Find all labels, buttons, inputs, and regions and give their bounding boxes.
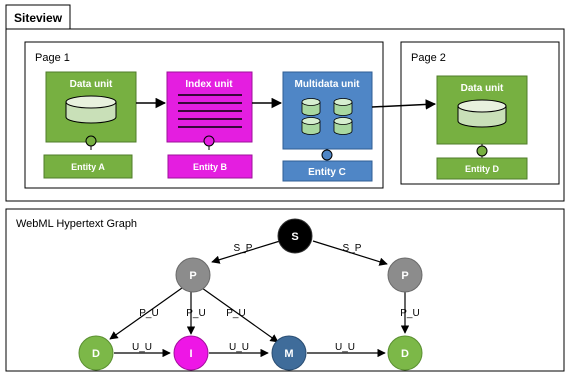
node-p2[interactable]: P	[387, 257, 423, 293]
edge-label-d1-i: U_U	[132, 342, 152, 353]
node-s-label: S	[291, 231, 298, 243]
node-i[interactable]: I	[173, 335, 209, 371]
node-i-label: I	[189, 348, 192, 360]
edge-s-p1	[211, 240, 281, 264]
node-m[interactable]: M	[271, 335, 307, 371]
data-unit-a-label: Data unit	[70, 79, 113, 90]
node-m-circle	[271, 335, 307, 371]
data-unit-d-connector	[476, 145, 488, 157]
multi-database-icon	[301, 98, 353, 135]
multidata-unit-connector	[321, 149, 333, 161]
siteview-panel: Siteview Page 1 Page 2 Data unit Entity …	[5, 4, 565, 202]
entity-d-box[interactable]	[436, 157, 528, 180]
data-unit-d[interactable]: Data unit	[436, 75, 528, 145]
index-unit-connector	[203, 135, 215, 147]
edge-s-p2	[312, 240, 388, 266]
edge-label-s-p1: S_P	[234, 243, 253, 254]
data-unit-a-connector	[85, 135, 97, 147]
database-icon	[457, 99, 507, 128]
edge-label-p2-d2: P_U	[400, 308, 419, 319]
index-unit-label: Index unit	[185, 79, 233, 90]
entity-c-label: Entity C	[308, 167, 346, 178]
multidata-unit-c[interactable]: Multidata unit	[282, 71, 373, 150]
list-icon	[178, 94, 242, 128]
database-icon	[65, 95, 117, 124]
node-p1[interactable]: P	[175, 257, 211, 293]
node-s[interactable]: S	[277, 218, 313, 254]
entity-c-box[interactable]	[282, 160, 373, 182]
link-multidata-to-data	[371, 99, 437, 110]
index-unit-b[interactable]: Index unit	[166, 71, 253, 143]
entity-b-box[interactable]	[167, 154, 253, 179]
entity-a-box[interactable]	[43, 154, 133, 179]
edge-label-s-p2: S_P	[343, 243, 362, 254]
hypertext-graph-panel: WebML Hypertext Graph S_P S_P P_U P_U P_…	[5, 208, 565, 372]
entity-d-label: Entity D	[465, 164, 500, 174]
edge-p1-d1	[109, 287, 183, 340]
entity-b-label: Entity B	[193, 162, 228, 172]
siteview-tab-label: Siteview	[14, 11, 63, 25]
graph-title: WebML Hypertext Graph	[16, 218, 137, 230]
multidata-unit-label: Multidata unit	[295, 79, 361, 90]
data-unit-a[interactable]: Data unit	[45, 71, 137, 143]
node-m-label: M	[284, 348, 293, 360]
edge-label-m-d2: U_U	[335, 342, 355, 353]
node-d2[interactable]: D	[387, 335, 423, 371]
entity-a-label: Entity A	[71, 162, 105, 172]
edge-label-p1-i: P_U	[186, 308, 205, 319]
node-d1-label: D	[92, 348, 100, 360]
edge-p1-m	[201, 287, 279, 343]
index-unit-box	[166, 71, 253, 143]
node-p1-circle	[175, 257, 211, 293]
edge-label-p1-d1: P_U	[139, 308, 158, 319]
multidata-unit-box	[282, 71, 373, 150]
node-d2-label: D	[401, 348, 409, 360]
node-p2-circle	[387, 257, 423, 293]
node-s-circle	[277, 218, 313, 254]
page-2-title: Page 2	[411, 52, 446, 64]
page-1-title: Page 1	[35, 52, 70, 64]
node-d1[interactable]: D	[78, 335, 114, 371]
edge-label-i-m: U_U	[229, 342, 249, 353]
siteview-tab[interactable]	[5, 4, 71, 30]
edge-label-p1-m: P_U	[226, 308, 245, 319]
data-unit-d-label: Data unit	[461, 83, 504, 94]
node-p1-label: P	[189, 270, 196, 282]
node-d2-circle	[387, 335, 423, 371]
node-d1-circle	[78, 335, 114, 371]
node-i-circle	[173, 335, 209, 371]
node-p2-label: P	[401, 270, 408, 282]
